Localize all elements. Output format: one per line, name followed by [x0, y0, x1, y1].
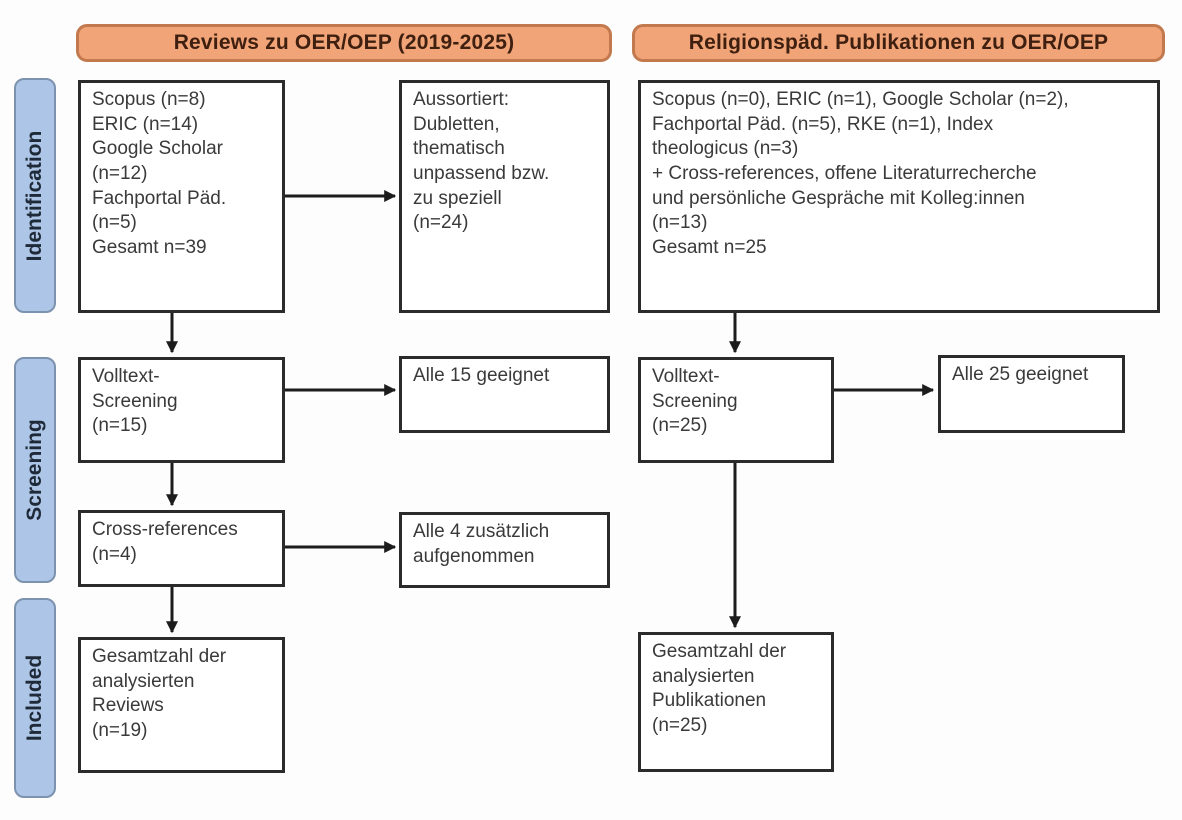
stage-label-identification: Identification: [23, 130, 46, 261]
box-left-identification-sources: Scopus (n=8) ERIC (n=14) Google Scholar …: [78, 80, 285, 313]
stage-bar-included: Included: [14, 598, 56, 798]
box-right-fulltext-result: Alle 25 geeignet: [938, 355, 1125, 433]
box-left-included-total: Gesamtzahl der analysierten Reviews (n=1…: [78, 637, 285, 773]
box-right-fulltext-screening: Volltext- Screening (n=25): [638, 357, 834, 463]
stage-bar-identification: Identification: [14, 78, 56, 313]
column-header-reviews: Reviews zu OER/OEP (2019-2025): [76, 24, 612, 62]
box-left-fulltext-screening: Volltext- Screening (n=15): [78, 357, 285, 463]
box-right-identification-sources: Scopus (n=0), ERIC (n=1), Google Scholar…: [638, 80, 1160, 313]
box-right-included-total: Gesamtzahl der analysierten Publikatione…: [638, 632, 834, 772]
box-left-excluded: Aussortiert: Dubletten, thematisch unpas…: [399, 80, 610, 313]
stage-bar-screening: Screening: [14, 357, 56, 583]
column-header-religionspaed: Religionspäd. Publikationen zu OER/OEP: [632, 24, 1165, 62]
stage-label-screening: Screening: [23, 419, 46, 521]
box-left-cross-references-result: Alle 4 zusätzlich aufgenommen: [399, 512, 610, 588]
box-left-cross-references: Cross-references (n=4): [78, 510, 285, 587]
stage-label-included: Included: [23, 654, 46, 742]
box-left-fulltext-result: Alle 15 geeignet: [399, 356, 610, 433]
